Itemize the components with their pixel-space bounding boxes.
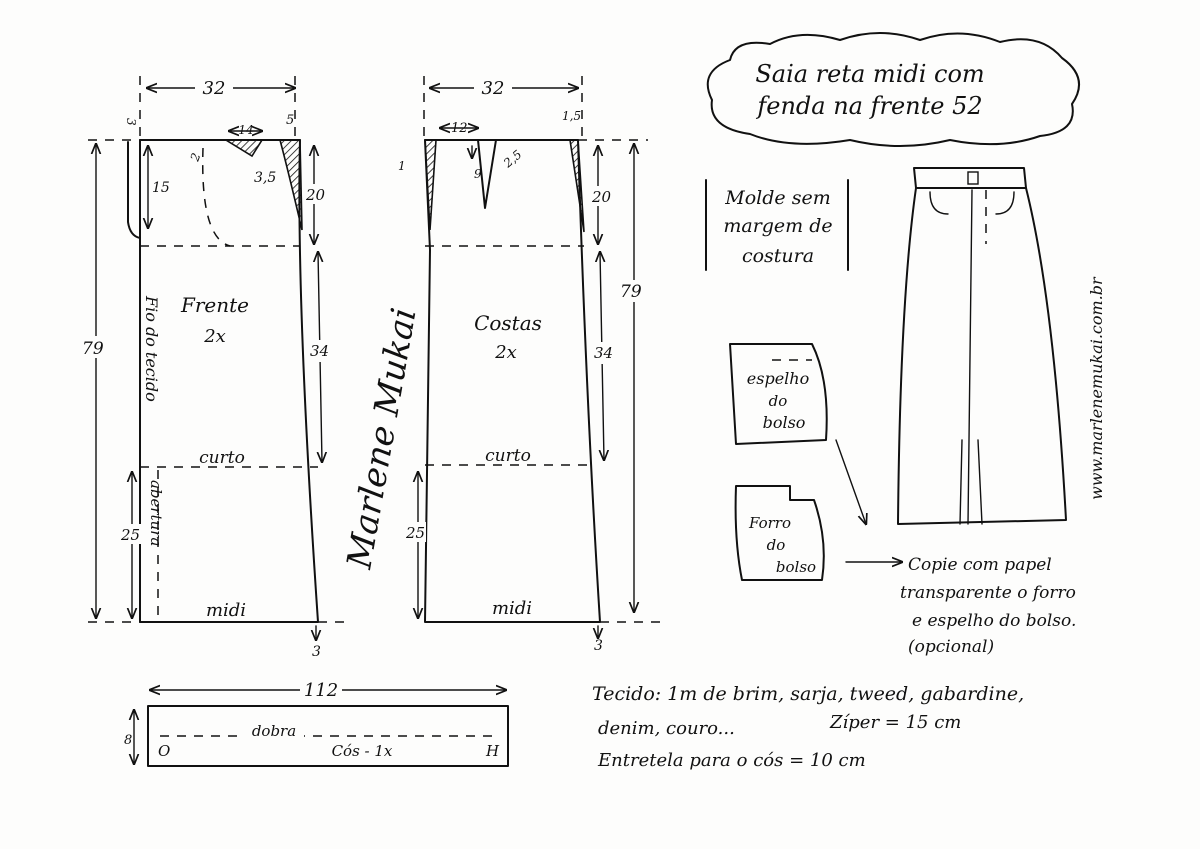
- front-dart-width-label: 14: [238, 123, 253, 137]
- seam-note-line-3: costura: [742, 245, 814, 267]
- pocket-facing-line-3: bolso: [763, 413, 806, 432]
- front-midi-label: midi: [206, 600, 246, 621]
- title-line-1: Saia reta midi com: [755, 60, 984, 88]
- front-grain-label: Fio do tecido: [142, 295, 161, 402]
- front-short-label: curto: [199, 448, 245, 468]
- title-cloud-outline: [706, 32, 1081, 147]
- front-pocket-facing-edge: [127, 141, 141, 239]
- pocket-facing-line-2: do: [769, 392, 788, 410]
- skirt-outline: [897, 167, 1067, 525]
- pocket-facing: espelho do bolso: [729, 343, 828, 445]
- skirt-left-pocket: [929, 191, 949, 215]
- waistband: 112 dobra Cós - 1x O H 8: [124, 678, 509, 767]
- skirt-center-seam: [967, 189, 973, 525]
- back-piece-count: 2x: [494, 342, 517, 363]
- materials-zipper: Zíper = 15 cm: [829, 712, 961, 733]
- seam-note-line-2: margem de: [723, 215, 832, 237]
- waistband-rectangle: [147, 705, 509, 767]
- materials-line-1: Tecido: 1m de brim, sarja, tweed, gabard…: [592, 683, 1024, 705]
- copy-note-line-3: e espelho do bolso.: [912, 611, 1076, 631]
- front-outline: [139, 139, 319, 623]
- waistband-height-label: 8: [124, 733, 132, 748]
- back-piece: 32 1,5 1 12 9 2,5 20 34 79 Costas 2x cur…: [398, 76, 664, 654]
- back-right-hatch: [569, 139, 585, 233]
- pocket-lining-outline: [734, 485, 825, 581]
- front-width-label: 32: [203, 78, 226, 99]
- back-side-lower-label: 34: [594, 344, 613, 362]
- back-midi-label: midi: [492, 598, 532, 619]
- seam-note-line-1: Molde sem: [724, 187, 830, 209]
- waistband-fold-label: dobra: [252, 722, 296, 740]
- front-pocket-curve: [201, 147, 231, 247]
- front-piece-count: 2x: [203, 326, 226, 347]
- pocket-lining-line-1: Forro: [748, 514, 791, 532]
- pocket-lining-line-2: do: [767, 536, 786, 554]
- back-slit-length-label: 25: [405, 524, 425, 542]
- pocket-facing-outline: [729, 343, 828, 445]
- pocket-lining: Forro do bolso: [734, 485, 825, 581]
- title-line-2: fenda na frente 52: [755, 92, 982, 120]
- front-piece-label: Frente: [180, 293, 249, 317]
- front-total-length-label: 79: [82, 339, 104, 359]
- front-hip-hatch: [278, 139, 303, 231]
- back-dart-length-label: 9: [474, 167, 482, 181]
- back-dart-offset-label: 12: [451, 121, 468, 136]
- front-piece: 32 3 5 14 2 3,5 15 20 34 79 Frente 2x: [80, 76, 350, 660]
- skirt-slit-left: [959, 439, 963, 525]
- front-side-upper-label: 20: [305, 186, 326, 204]
- front-dart-side-label: 2: [187, 151, 203, 164]
- front-dart-length-label: 3,5: [254, 170, 276, 186]
- materials-line-2: denim, couro...: [598, 718, 735, 739]
- back-right-rise-label: 1,5: [562, 109, 581, 123]
- title-cloud: Saia reta midi com fenda na frente 52: [706, 32, 1081, 147]
- front-right-rise-label: 5: [286, 113, 294, 128]
- pocket-facing-line-1: espelho: [747, 369, 809, 388]
- seam-note: Molde sem margem de costura: [705, 179, 849, 271]
- copy-note-line-4: (opcional): [908, 637, 994, 657]
- back-left-hatch: [424, 139, 437, 231]
- back-hem-extra-label: 3: [594, 638, 603, 654]
- pocket-lining-line-3: bolso: [776, 558, 816, 576]
- waistband-piece-label: Cós - 1x: [332, 742, 393, 760]
- back-dart: [477, 139, 497, 209]
- copy-note-line-2: transparente o forro: [900, 583, 1076, 603]
- waistband-mark-right: H: [485, 742, 500, 760]
- front-opening-label: abertura: [147, 480, 165, 546]
- website-label: www.marlenemukai.com.br: [1087, 276, 1106, 500]
- back-side-upper-label: 20: [591, 188, 612, 206]
- front-left-rise-label: 3: [124, 118, 138, 126]
- pocket-to-skirt-arrow: [835, 439, 866, 524]
- skirt-button: [967, 171, 979, 185]
- skirt-right-pocket: [995, 191, 1015, 215]
- back-outline: [424, 139, 601, 623]
- back-total-length-label: 79: [620, 282, 642, 302]
- front-hem-extra-label: 3: [312, 644, 321, 660]
- waistband-mark-left: O: [158, 742, 170, 760]
- skirt-illustration: [897, 167, 1067, 525]
- front-dart-hatch: [223, 139, 264, 158]
- back-short-label: curto: [485, 446, 531, 466]
- materials-line-3: Entretela para o cós = 10 cm: [597, 750, 866, 771]
- back-left-value-label: 1: [398, 159, 406, 173]
- skirt-slit-right: [977, 439, 983, 525]
- back-piece-label: Costas: [474, 311, 542, 335]
- materials-note: Tecido: 1m de brim, sarja, tweed, gabard…: [592, 683, 1024, 771]
- front-side-lower-label: 34: [310, 342, 329, 360]
- front-pocket-depth-label: 15: [152, 180, 170, 196]
- copy-note-line-1: Copie com papel: [908, 555, 1052, 575]
- front-slit-length-label: 25: [120, 526, 140, 544]
- waistband-length-label: 112: [304, 680, 338, 701]
- copy-note: Copie com papel transparente o forro e e…: [900, 555, 1076, 657]
- back-dart-side-label: 2,5: [500, 147, 524, 171]
- back-width-label: 32: [482, 78, 505, 99]
